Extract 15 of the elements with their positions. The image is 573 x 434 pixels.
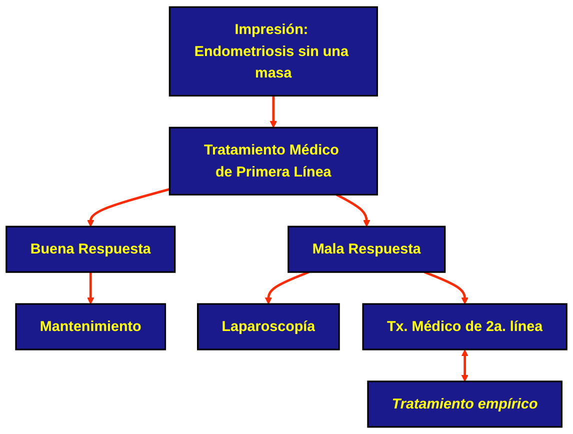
arrow [87,188,170,227]
node-box: Mantenimiento [15,303,166,350]
node-box: Mala Respuesta [288,226,446,273]
node-box: Buena Respuesta [6,226,176,273]
arrow [87,272,94,304]
node-box: Tx. Médico de 2a. línea [362,303,568,350]
node-box: Impresión: Endometriosis sin una masa [168,6,378,96]
node-box: Tratamiento empírico [367,380,562,428]
arrow [461,350,468,382]
arrow [264,270,310,304]
node-box: Tratamiento Médico de Primera Línea [168,126,378,196]
arrow [270,96,277,128]
arrow [336,194,370,227]
node-box: Laparoscopía [196,303,340,350]
arrow [424,270,468,304]
